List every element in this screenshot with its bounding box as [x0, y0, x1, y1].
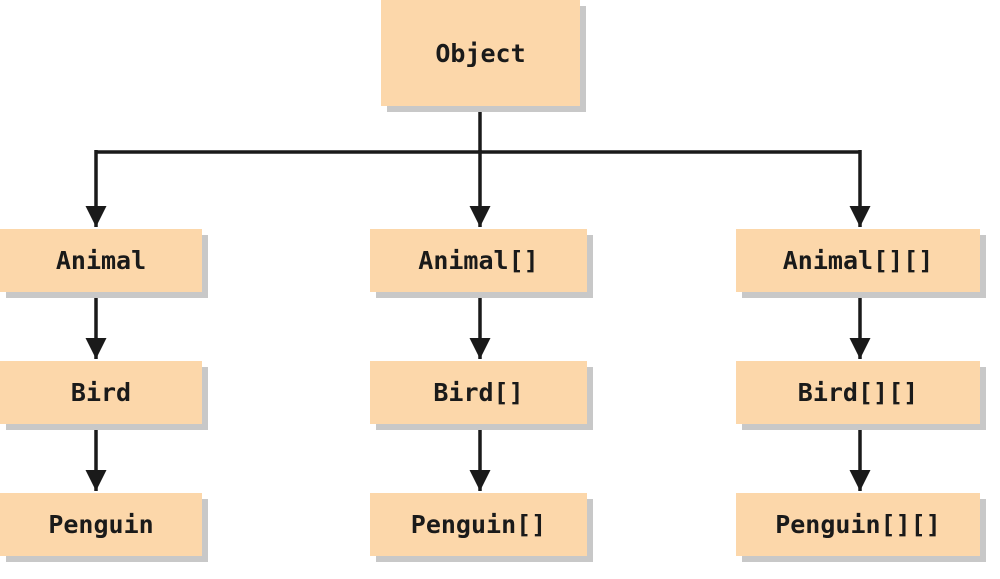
- node-animal-array: Animal[]: [370, 229, 587, 292]
- node-penguin-2d-array: Penguin[][]: [736, 493, 980, 556]
- node-object: Object: [381, 0, 580, 106]
- node-bird: Bird: [0, 361, 202, 424]
- node-bird-array: Bird[]: [370, 361, 587, 424]
- node-bird-2d-array: Bird[][]: [736, 361, 980, 424]
- node-penguin: Penguin: [0, 493, 202, 556]
- node-penguin-array: Penguin[]: [370, 493, 587, 556]
- node-animal-2d-array: Animal[][]: [736, 229, 980, 292]
- node-animal: Animal: [0, 229, 202, 292]
